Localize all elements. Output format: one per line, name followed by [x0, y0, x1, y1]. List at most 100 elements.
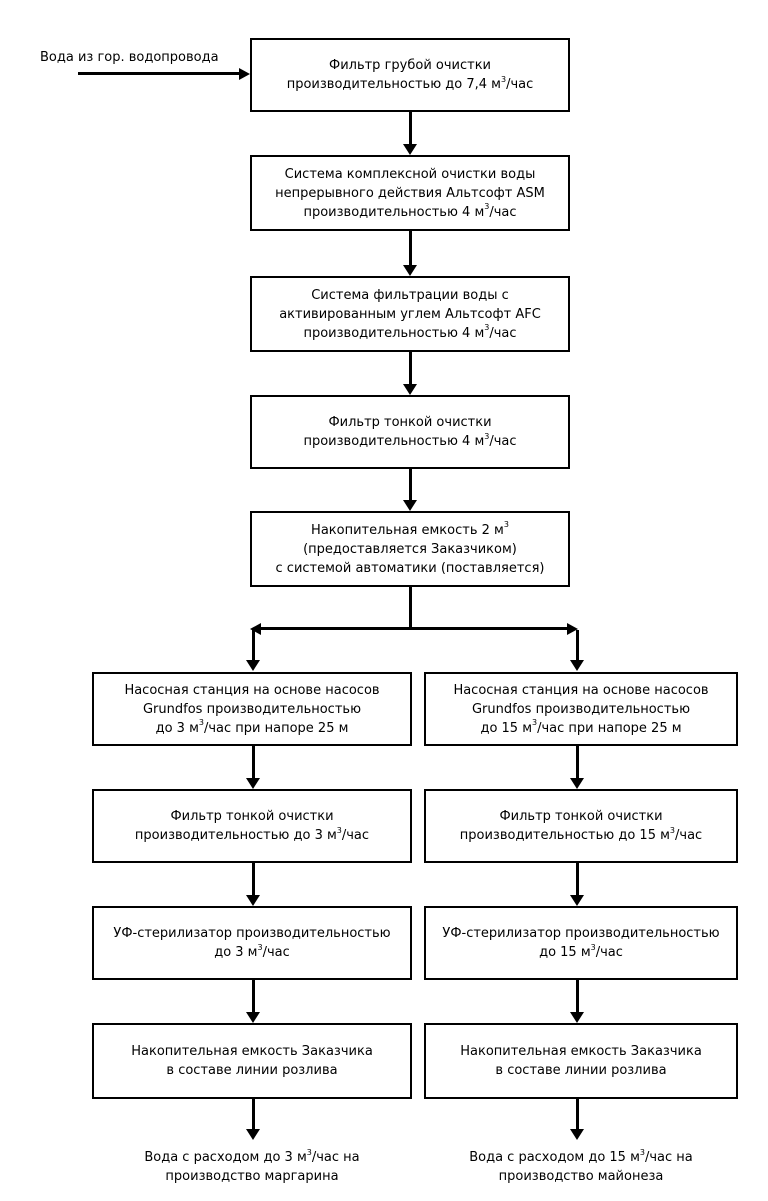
arrow-line [251, 863, 255, 896]
text-line: Накопительная емкость 2 м3 [311, 521, 509, 540]
text-part: /час на [311, 1150, 360, 1165]
arrow-head [246, 895, 260, 906]
superscript: 3 [198, 718, 204, 728]
text-part: в составе линии розлива [495, 1063, 667, 1078]
coarse-filter-box: Фильтр грубой очистки производительностью… [250, 38, 570, 112]
text-line: Фильтр тонкой очистки [499, 807, 662, 826]
text-line: до 3 м3/час при напоре 25 м [156, 719, 349, 738]
text-line: Система фильтрации воды с [311, 286, 509, 305]
text-line: в составе линии розлива [166, 1061, 337, 1080]
text-line: до 15 м3/час при напоре 25 м [480, 719, 681, 738]
split-arrow-head-right [567, 622, 578, 635]
split-trunk-line [408, 587, 412, 629]
arrow-line [251, 746, 255, 779]
superscript: 3 [484, 323, 490, 333]
text-part: Насосная станция на основе насосов [453, 682, 709, 698]
text-line: производительностью до 3 м3/час [135, 826, 369, 845]
text-line: Grundfos производительностью [472, 700, 690, 719]
superscript: 3 [503, 520, 509, 530]
text-part: Фильтр тонкой очистки [170, 809, 334, 824]
arrow-head [403, 265, 417, 276]
customer-tank-left-box: Накопительная емкость Заказчика в составе… [92, 1023, 412, 1099]
fine-filter-left-box: Фильтр тонкой очистки производительностью… [92, 789, 412, 863]
text-part: производительностью до 7,4 м [286, 77, 501, 92]
text-part: до 15 м [480, 720, 533, 736]
text-part: в составе линии розлива [166, 1063, 338, 1078]
arrow-line [251, 1099, 255, 1130]
text-part: Система комплексной очистки воды [284, 166, 536, 182]
text-line: с системой автоматики (поставляется) [276, 559, 545, 578]
text-line: Вода с расходом до 15 м3/час на [428, 1148, 734, 1167]
text-part: до 15 м [539, 945, 591, 960]
arrow-head [570, 778, 584, 789]
text-part: /час [489, 204, 517, 220]
text-line: Насосная станция на основе насосов [453, 681, 708, 700]
arrow-head [403, 384, 417, 395]
text-line: до 15 м3/час [539, 943, 623, 962]
carbon-filtration-box: Система фильтрации воды с активированным … [250, 276, 570, 352]
superscript: 3 [500, 74, 507, 84]
arrow-head [403, 144, 417, 155]
arrow-line [408, 112, 412, 145]
arrow-head [570, 1129, 584, 1140]
text-line: Фильтр тонкой очистки [328, 413, 491, 432]
arrow-line [575, 746, 579, 779]
text-part: /час [262, 945, 290, 960]
text-line: Фильтр грубой очистки [329, 56, 491, 75]
text-line: производство майонеза [428, 1167, 734, 1186]
text-line: Накопительная емкость Заказчика [460, 1042, 702, 1061]
text-part: Вода с расходом до 3 м [144, 1150, 307, 1165]
arrow-line [251, 980, 255, 1013]
arrow-line [575, 630, 579, 661]
text-part: Насосная станция на основе насосов [124, 682, 380, 698]
text-part: Фильтр тонкой очистки [328, 415, 492, 430]
text-part: /час [341, 828, 370, 843]
input-label: Вода из гор. водопровода [40, 50, 219, 65]
text-part: Система фильтрации воды с [311, 287, 509, 303]
text-line: производство маргарина [100, 1167, 404, 1186]
text-line: активированным углем Альтсофт AFC [279, 305, 541, 324]
output-left-label: Вода с расходом до 3 м3/час на производст… [100, 1148, 404, 1186]
arrow-head [246, 660, 260, 671]
text-part: /час [489, 434, 517, 449]
superscript: 3 [484, 431, 490, 441]
text-line: Насосная станция на основе насосов [124, 681, 379, 700]
superscript: 3 [639, 1147, 645, 1157]
text-part: до 3 м [214, 945, 258, 960]
text-line: Вода с расходом до 3 м3/час на [100, 1148, 404, 1167]
superscript: 3 [484, 202, 490, 212]
text-line: Grundfos производительностью [143, 700, 361, 719]
text-part: /час на [645, 1150, 693, 1165]
text-part: производство маргарина [165, 1169, 339, 1184]
arrow-line [575, 980, 579, 1013]
arrow-line [408, 469, 412, 501]
arrow-line [251, 630, 255, 661]
arrow-head [246, 778, 260, 789]
arrow-line [408, 352, 412, 385]
text-line: производительностью до 15 м3/час [460, 826, 702, 845]
text-part: (предоставляется Заказчиком) [303, 541, 517, 557]
arrow-head [570, 660, 584, 671]
text-part: /час [675, 828, 703, 843]
arrow-line [408, 231, 412, 266]
arrow-line [575, 863, 579, 896]
text-part: /час [506, 77, 534, 92]
superscript: 3 [306, 1147, 312, 1157]
text-line: до 3 м3/час [214, 943, 290, 962]
customer-tank-right-box: Накопительная емкость Заказчика в составе… [424, 1023, 738, 1099]
text-line: Накопительная емкость Заказчика [131, 1042, 373, 1061]
arrow-head [403, 500, 417, 511]
text-part: производительностью 4 м [303, 325, 485, 341]
arrow-head [246, 1129, 260, 1140]
superscript: 3 [257, 942, 263, 952]
text-part: Grundfos производительностью [142, 701, 362, 717]
text-part: Накопительная емкость Заказчика [460, 1044, 702, 1059]
text-part: /час при напоре 25 м [203, 720, 349, 736]
text-part: Вода с расходом до 15 м [469, 1150, 640, 1165]
storage-tank-box: Накопительная емкость 2 м3(предоставляет… [250, 511, 570, 587]
